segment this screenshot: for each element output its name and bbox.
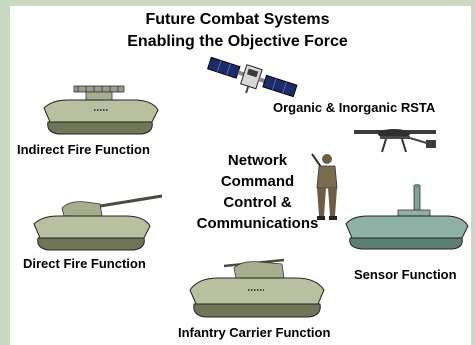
uav-icon (354, 129, 436, 153)
soldier-icon (311, 153, 338, 220)
sensor-vehicle-icon (345, 184, 469, 250)
network-line-1: Network (227, 152, 288, 169)
indirect-fire-label: Indirect Fire Function (17, 142, 150, 157)
rsta-label: Organic & Inorganic RSTA (273, 100, 436, 115)
satellite-icon (207, 56, 298, 98)
network-line-2: Command (220, 173, 295, 190)
network-line-4: Communications (196, 215, 319, 232)
sensor-label: Sensor Function (354, 267, 457, 282)
title-line-1: Future Combat Systems (145, 11, 330, 28)
top-frame-bar (0, 0, 475, 6)
right-frame-bar (471, 0, 475, 345)
indirect-fire-vehicle-icon (43, 85, 159, 135)
direct-fire-label: Direct Fire Function (23, 256, 146, 271)
left-frame-bar (0, 0, 10, 345)
direct-fire-vehicle-icon (33, 194, 163, 251)
network-line-3: Control & (223, 194, 292, 211)
infantry-carrier-vehicle-icon (189, 258, 325, 318)
infantry-carrier-label: Infantry Carrier Function (178, 325, 331, 340)
title-line-2: Enabling the Objective Force (127, 33, 348, 50)
